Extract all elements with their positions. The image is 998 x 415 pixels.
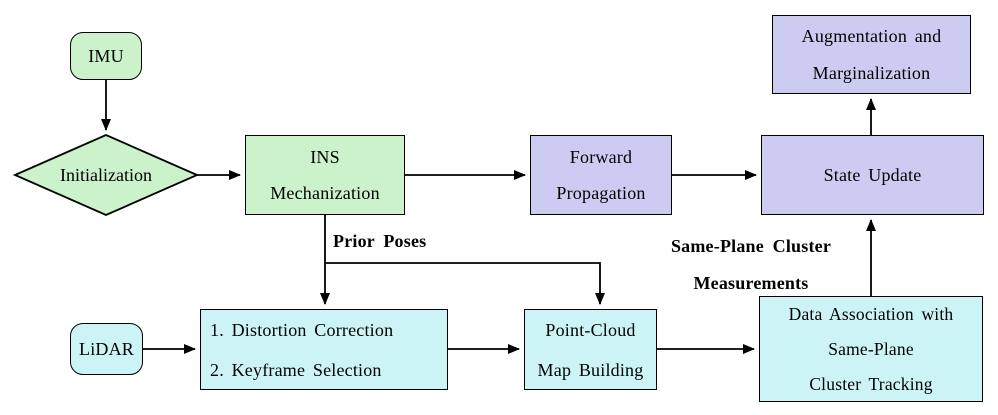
node-data-association: Data Association with Same-Plane Cluster… bbox=[759, 296, 983, 402]
node-pc-line1: Point-Cloud bbox=[545, 319, 636, 340]
node-aug-line1: Augmentation and bbox=[801, 25, 942, 46]
node-preprocessing: 1. Distortion Correction 2. Keyframe Sel… bbox=[200, 309, 448, 390]
node-fp-line1: Forward bbox=[569, 147, 633, 167]
node-augmentation-marginalization: Augmentation and Marginalization bbox=[772, 15, 971, 94]
node-state-update: State Update bbox=[761, 135, 984, 215]
node-aug-line2: Marginalization bbox=[812, 62, 931, 83]
node-da-line3: Cluster Tracking bbox=[809, 373, 933, 394]
node-da-line1: Data Association with bbox=[788, 303, 954, 324]
node-pre-line1: 1. Distortion Correction bbox=[210, 319, 394, 340]
node-imu-label: IMU bbox=[88, 46, 124, 66]
node-lidar: LiDAR bbox=[70, 323, 143, 375]
node-initialization-shape bbox=[12, 134, 200, 216]
node-point-cloud-map-building: Point-Cloud Map Building bbox=[524, 309, 657, 390]
node-ins-line1: INS bbox=[310, 147, 340, 167]
node-forward-propagation: Forward Propagation bbox=[530, 135, 672, 215]
edge-label-prior-poses: Prior Poses bbox=[333, 231, 427, 251]
node-da-line2: Same-Plane bbox=[828, 338, 914, 359]
edge-ins-map-building bbox=[325, 262, 605, 305]
node-ins-line2: Mechanization bbox=[270, 183, 380, 203]
edge-label-same-plane-measurements: Same-Plane Cluster Measurements bbox=[655, 228, 847, 302]
node-fp-line2: Propagation bbox=[556, 183, 646, 203]
node-imu: IMU bbox=[70, 32, 142, 80]
edge-label-same-plane-line2: Measurements bbox=[693, 273, 809, 293]
node-ins-mechanization: INS Mechanization bbox=[245, 135, 405, 215]
edge-label-same-plane-line1: Same-Plane Cluster bbox=[670, 236, 832, 256]
node-lidar-label: LiDAR bbox=[79, 339, 134, 359]
node-state-update-label: State Update bbox=[823, 165, 922, 185]
node-pc-line2: Map Building bbox=[537, 359, 644, 380]
node-pre-line2: 2. Keyframe Selection bbox=[210, 359, 382, 380]
